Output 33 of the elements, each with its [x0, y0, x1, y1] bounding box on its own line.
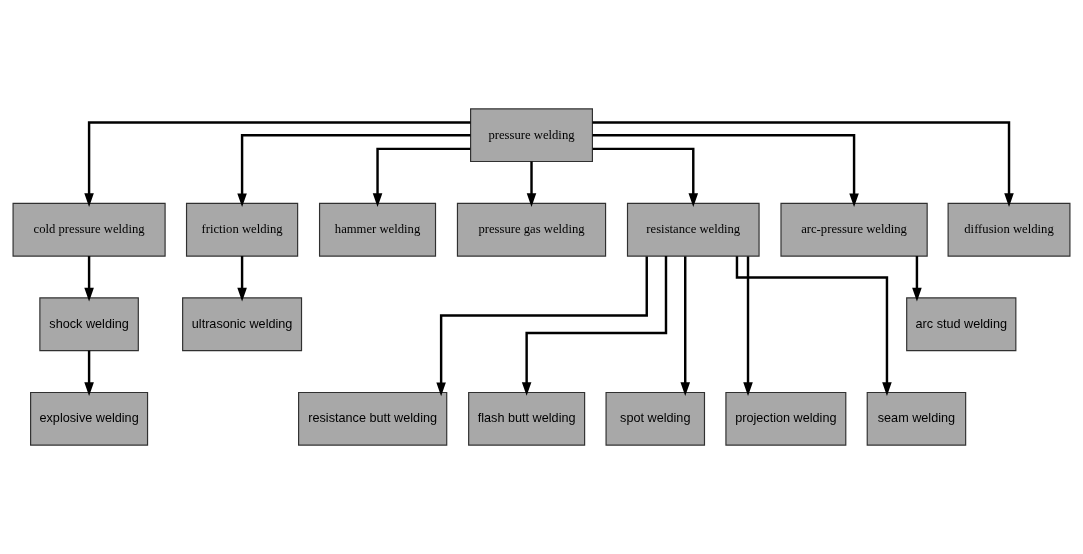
node-box: seam welding: [866, 391, 967, 446]
arrow: [237, 256, 247, 302]
arrow: [592, 134, 859, 208]
arrow: [735, 256, 892, 396]
node-box: explosive welding: [30, 391, 149, 446]
arrow: [521, 256, 668, 396]
arrow: [237, 134, 471, 208]
arrow: [526, 161, 537, 207]
arrow: [372, 147, 471, 207]
node-box: hammer welding: [318, 202, 437, 257]
arrow: [743, 256, 753, 396]
node-box: resistance butt welding: [298, 391, 448, 446]
arrow: [592, 121, 1014, 207]
arrow: [680, 256, 691, 396]
arrow: [592, 147, 699, 207]
node-box: flash butt welding: [468, 391, 586, 446]
node-box: spot welding: [605, 391, 706, 446]
arrow: [84, 121, 471, 207]
node-box: ultrasonic welding: [182, 297, 303, 352]
node-box: friction welding: [185, 202, 299, 257]
arrow: [436, 256, 648, 397]
node-box: diffusion welding: [947, 202, 1071, 257]
node-box: pressure gas welding: [456, 202, 607, 257]
node-box: arc-pressure welding: [780, 202, 928, 257]
node-box: shock welding: [39, 297, 139, 352]
arrow: [84, 256, 94, 302]
node-box: cold pressure welding: [12, 202, 166, 257]
arrow: [912, 256, 922, 302]
node-box: pressure welding: [470, 108, 593, 163]
node-box: arc stud welding: [906, 297, 1017, 352]
arrow: [84, 350, 94, 396]
node-box: resistance welding: [626, 202, 760, 257]
node-box: projection welding: [725, 391, 847, 446]
